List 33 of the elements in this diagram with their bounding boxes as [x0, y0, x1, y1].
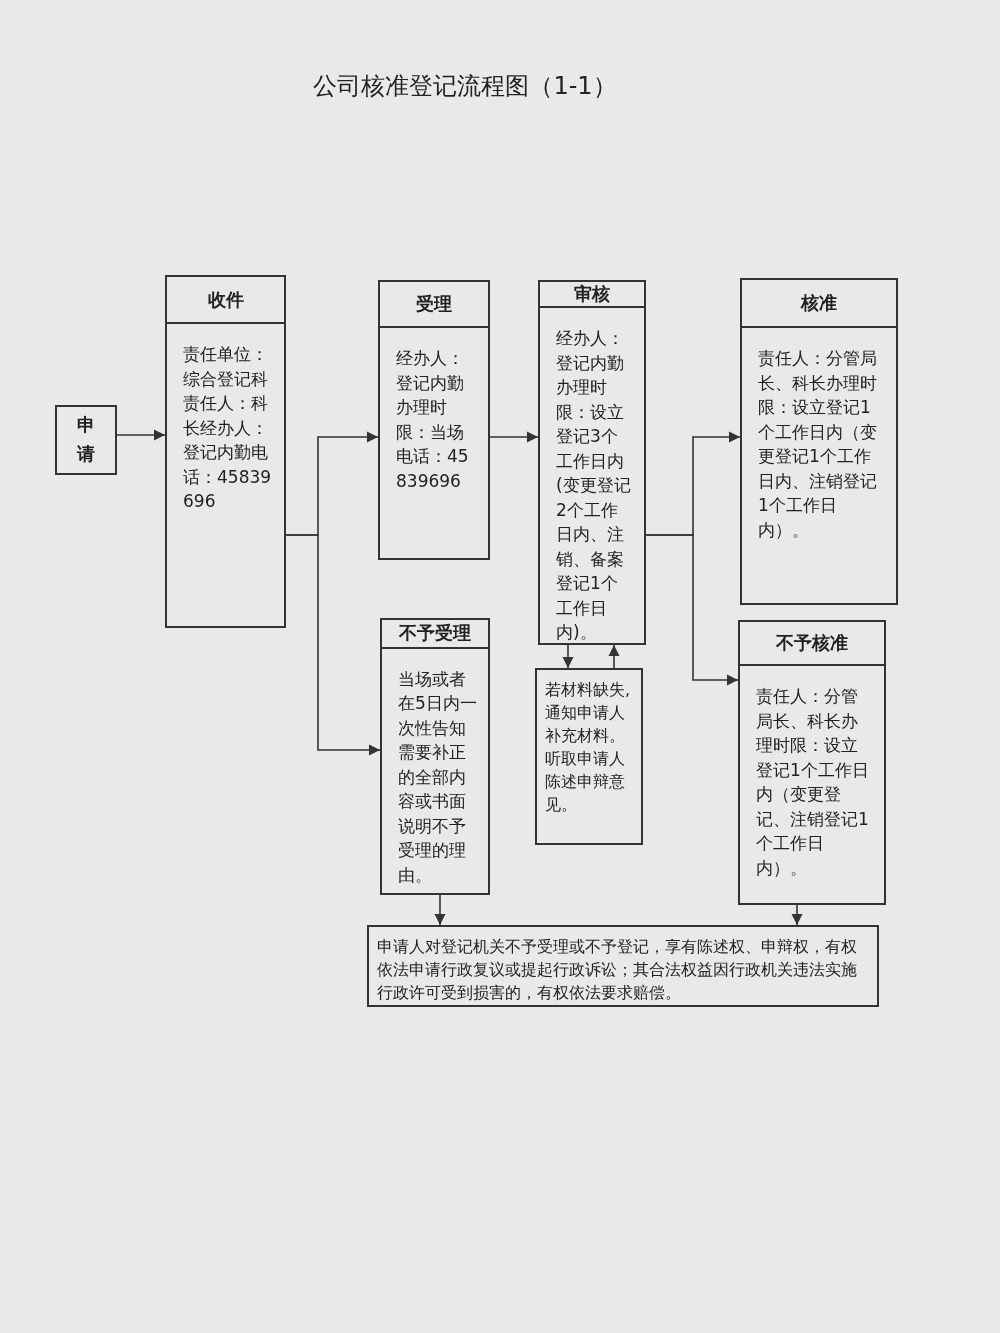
box-text: 责任人：分管局长、科长办理时限：设立登记1个工作日内（变更登记1个工作日内、注销登记1个工作日内）。: [757, 347, 878, 542]
arrow: [791, 904, 803, 926]
box-text: 当场或者在5日内一次性告知需要补正的全部内容或书面说明不予受理的理由。: [397, 667, 478, 887]
note-box: [55, 405, 117, 475]
box-text: 经办人：登记内勤办理时限：当场电话：45839696: [395, 347, 470, 493]
process-box: [538, 280, 646, 645]
box-heading: 不予受理: [382, 620, 488, 649]
arrow: [645, 534, 739, 686]
box-text: 责任人：分管局长、科长办理时限：设立登记1个工作日内（变更登记、注销登记1个工作日内）。: [755, 685, 870, 880]
box-text: 若材料缺失,通知申请人补充材料。听取申请人陈述申辩意见。: [544, 679, 632, 816]
arrow: [116, 429, 166, 441]
arrow: [489, 431, 539, 443]
diagram-title: 公司核准登记流程图（1-1）: [312, 71, 618, 102]
box-text: 经办人：登记内勤办理时限：设立登记3个工作日内(变更登记2个工作日内、注销、备案登记1个工作日内)。: [555, 327, 632, 644]
note-box: [367, 925, 879, 1007]
box-text: 责任单位：综合登记科责任人：科长经办人：登记内勤电话：45839696: [182, 343, 273, 513]
arrow: [285, 534, 381, 756]
arrow: [562, 644, 574, 669]
box-heading: 受理: [380, 282, 488, 328]
process-box: [378, 280, 490, 560]
process-box: [380, 618, 490, 895]
box-heading: 不予核准: [740, 622, 884, 666]
box-label: 申请: [77, 413, 95, 466]
process-box: [165, 275, 286, 628]
process-box: [738, 620, 886, 905]
process-box: [740, 278, 898, 605]
box-heading: 审核: [540, 282, 644, 308]
box-heading: 核准: [742, 280, 896, 328]
box-heading: 收件: [167, 277, 284, 324]
note-box: [535, 668, 643, 845]
arrow: [434, 894, 446, 926]
arrow: [608, 644, 620, 669]
box-text: 申请人对登记机关不予受理或不予登记，享有陈述权、申辩权，有权依法申请行政复议或提起行政诉讼；其合法权益因行政机关违法实施行政许可受到损害的，有权依法要求赔偿。: [376, 936, 858, 1004]
